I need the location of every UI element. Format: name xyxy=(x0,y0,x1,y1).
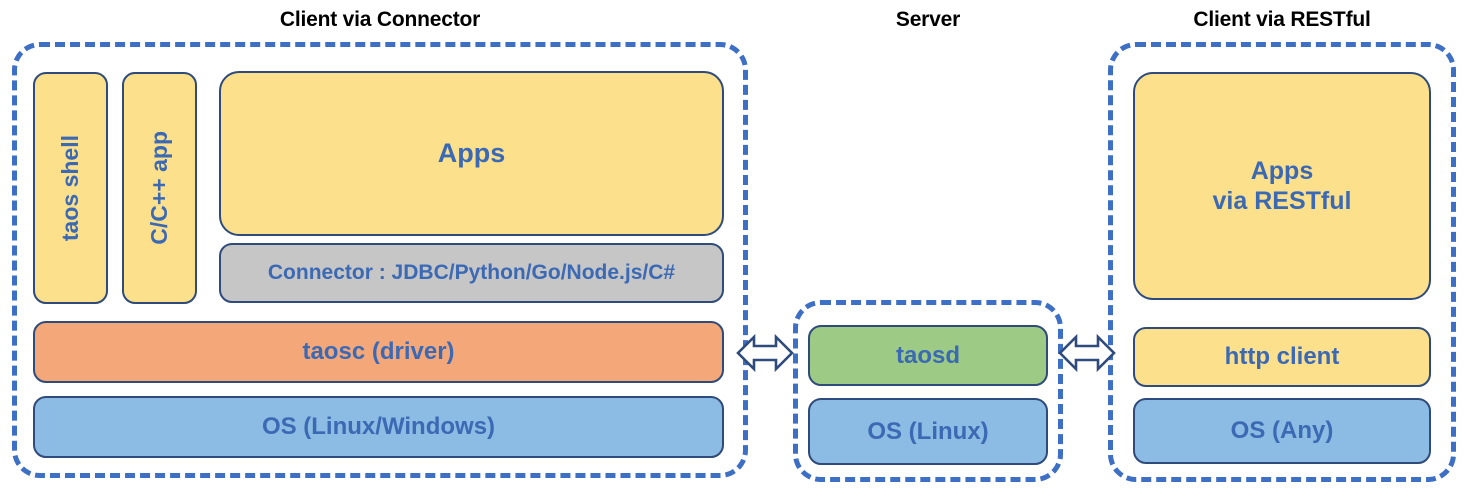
box-os-any-label: OS (Any) xyxy=(1230,417,1334,445)
box-os-linux-windows[interactable]: OS (Linux/Windows) xyxy=(33,396,724,458)
box-taosd[interactable]: taosd xyxy=(808,325,1048,386)
group-client-via-connector xyxy=(12,42,748,478)
box-apps-via-restful[interactable]: Apps via RESTful xyxy=(1133,72,1431,300)
box-taosd-label: taosd xyxy=(895,341,960,369)
section-title-client-connector: Client via Connector xyxy=(279,8,481,31)
bidirectional-arrow-icon-right xyxy=(1058,333,1116,373)
box-os-any[interactable]: OS (Any) xyxy=(1133,398,1431,464)
box-apps-via-restful-line1: Apps xyxy=(1250,156,1314,185)
box-http-client[interactable]: http client xyxy=(1133,327,1431,387)
box-apps-label: Apps xyxy=(437,138,506,169)
box-taosc-driver-label: taosc (driver) xyxy=(302,338,455,366)
bidirectional-arrow-icon-left xyxy=(736,333,794,373)
box-taos-shell-label: taos shell xyxy=(57,134,84,242)
group-client-via-restful xyxy=(1108,42,1456,482)
box-apps-via-restful-line2: via RESTful xyxy=(1212,187,1352,215)
box-c-cpp-app[interactable]: C/C++ app xyxy=(122,72,197,304)
box-taos-shell[interactable]: taos shell xyxy=(33,72,108,304)
box-os-linux[interactable]: OS (Linux) xyxy=(808,398,1048,465)
box-apps-via-restful-label: Apps via RESTful xyxy=(1213,156,1352,217)
box-connector[interactable]: Connector : JDBC/Python/Go/Node.js/C# xyxy=(219,243,724,303)
box-os-linux-label: OS (Linux) xyxy=(867,417,989,445)
box-taosc-driver[interactable]: taosc (driver) xyxy=(33,321,724,383)
box-os-linux-windows-label: OS (Linux/Windows) xyxy=(261,413,496,441)
box-c-cpp-app-label: C/C++ app xyxy=(146,131,173,245)
section-title-client-restful: Client via RESTful xyxy=(1193,8,1371,31)
section-title-server: Server xyxy=(895,8,961,31)
box-http-client-label: http client xyxy=(1224,343,1340,371)
group-server xyxy=(793,300,1063,482)
box-connector-label: Connector : JDBC/Python/Go/Node.js/C# xyxy=(267,261,676,285)
box-apps[interactable]: Apps xyxy=(219,71,724,236)
